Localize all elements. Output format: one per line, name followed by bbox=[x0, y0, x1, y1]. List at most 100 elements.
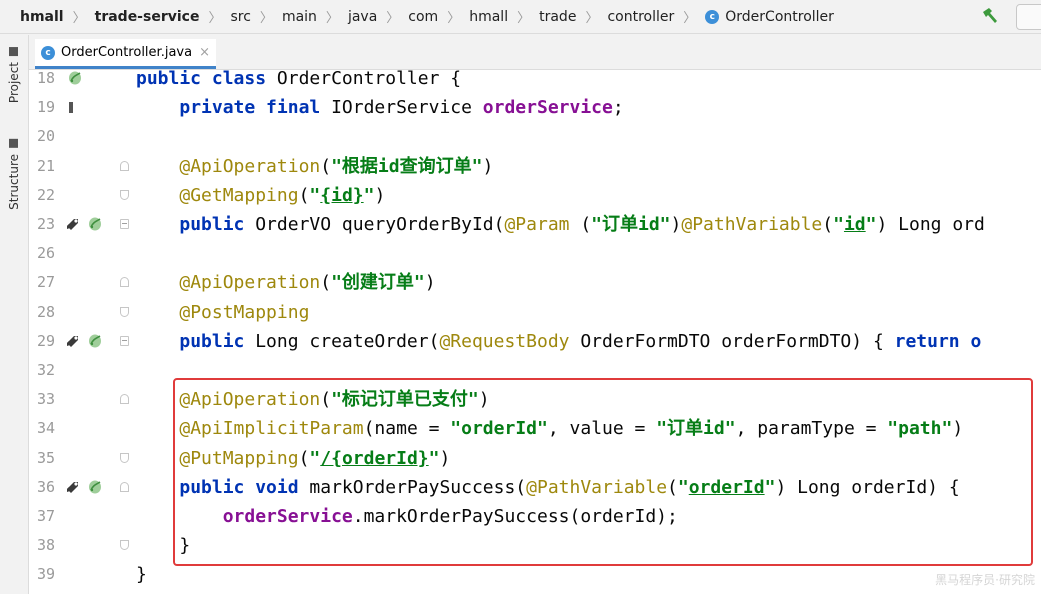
code-token: ( bbox=[822, 214, 834, 235]
code-token: ( bbox=[320, 155, 332, 177]
structure-tab-label: Structure bbox=[7, 154, 21, 210]
line-number: 34 bbox=[37, 419, 56, 438]
fold-marker-icon[interactable] bbox=[120, 394, 129, 405]
fold-marker-icon[interactable] bbox=[120, 306, 129, 317]
fold-marker-icon[interactable] bbox=[120, 335, 129, 346]
line-number: 27 bbox=[37, 273, 56, 292]
code-token bbox=[136, 506, 223, 527]
code-line[interactable]: 26 bbox=[29, 239, 1041, 268]
breadcrumb-item[interactable]: main bbox=[281, 8, 317, 25]
breadcrumb-item[interactable]: hmall bbox=[469, 8, 509, 25]
code-line[interactable]: 32 bbox=[29, 356, 1041, 385]
fold-marker-icon[interactable] bbox=[120, 540, 129, 551]
structure-icon bbox=[9, 139, 19, 148]
breadcrumb-item[interactable]: com bbox=[408, 8, 439, 25]
code-line[interactable]: 33 @ApiOperation("标记订单已支付") bbox=[29, 385, 1041, 414]
code-line[interactable]: 21 @ApiOperation("根据id查询订单") bbox=[29, 152, 1041, 181]
code-line[interactable]: 22 @GetMapping("{id}") bbox=[29, 181, 1041, 210]
structure-tool-tab[interactable]: Structure bbox=[2, 139, 26, 210]
build-hammer-icon[interactable] bbox=[980, 6, 1000, 26]
code-line[interactable]: 19 private final IOrderService orderServ… bbox=[29, 93, 1041, 122]
breadcrumb-item[interactable]: trade-service bbox=[94, 8, 200, 25]
navigation-breadcrumb: hmall〉trade-service〉src〉main〉java〉com〉hm… bbox=[0, 0, 1041, 34]
breadcrumb-chevron-icon: 〉 bbox=[386, 11, 400, 26]
bean-icon bbox=[89, 217, 101, 231]
line-number: 38 bbox=[37, 536, 56, 555]
code-token: public class bbox=[136, 70, 277, 89]
code-token: public void bbox=[179, 476, 310, 498]
code-line[interactable]: 23 public OrderVO queryOrderById(@Param … bbox=[29, 210, 1041, 239]
tool-window-stripe: Project Structure bbox=[0, 35, 29, 594]
code-line[interactable]: 35 @PutMapping("/{orderId}") bbox=[29, 444, 1041, 473]
code-token: " bbox=[833, 214, 844, 235]
endpoint-icon[interactable] bbox=[65, 333, 81, 349]
code-token: " bbox=[428, 447, 440, 469]
fold-marker-icon[interactable] bbox=[120, 219, 129, 229]
project-tool-tab[interactable]: Project bbox=[2, 47, 26, 103]
code-line[interactable]: 39} bbox=[29, 560, 1041, 589]
code-line[interactable]: 20 bbox=[29, 122, 1041, 151]
tab-ordercontroller-java[interactable]: c OrderController.java × bbox=[35, 39, 216, 69]
code-token: OrderFormDTO orderFormDTO) { bbox=[580, 330, 895, 352]
code-line[interactable]: 37 orderService.markOrderPaySuccess(orde… bbox=[29, 502, 1041, 531]
code-token: " bbox=[677, 476, 689, 498]
code-line[interactable]: 27 @ApiOperation("创建订单") bbox=[29, 268, 1041, 297]
code-token: ( bbox=[320, 272, 332, 294]
code-token: @ApiOperation bbox=[179, 155, 321, 177]
code-text: @ApiImplicitParam(name = "orderId", valu… bbox=[136, 414, 963, 443]
code-token: "创建订单" bbox=[331, 272, 425, 294]
endpoint-icon[interactable] bbox=[65, 216, 81, 232]
breadcrumb-chevron-icon: 〉 bbox=[517, 11, 531, 26]
fold-marker-icon[interactable] bbox=[120, 189, 129, 200]
breadcrumb-item[interactable]: hmall bbox=[20, 8, 64, 25]
breadcrumb-item[interactable]: src bbox=[230, 8, 251, 25]
field-icon bbox=[69, 102, 73, 114]
code-token: ) Long ord bbox=[876, 214, 985, 235]
line-number: 22 bbox=[37, 185, 56, 204]
watermark: 黑马程序员·研究院 bbox=[935, 573, 1035, 587]
code-token: public bbox=[179, 214, 256, 235]
code-token: @ApiImplicitParam bbox=[179, 418, 364, 440]
fold-marker-icon[interactable] bbox=[120, 160, 129, 171]
code-token: " bbox=[309, 184, 321, 206]
code-token: orderService bbox=[482, 97, 613, 119]
code-token: " bbox=[309, 447, 321, 469]
close-tab-icon[interactable]: × bbox=[199, 45, 210, 60]
code-token bbox=[136, 272, 179, 293]
line-number: 21 bbox=[37, 156, 56, 175]
code-token: OrderController { bbox=[276, 70, 462, 89]
code-line[interactable]: 34 @ApiImplicitParam(name = "orderId", v… bbox=[29, 414, 1041, 443]
fold-marker-icon[interactable] bbox=[120, 481, 129, 492]
bean-icon bbox=[69, 71, 81, 85]
code-token bbox=[136, 331, 179, 352]
code-line[interactable]: 36 public void markOrderPaySuccess(@Path… bbox=[29, 473, 1041, 502]
code-token: ) bbox=[478, 389, 490, 411]
line-number: 33 bbox=[37, 390, 56, 409]
code-token bbox=[136, 156, 179, 177]
fold-marker-icon[interactable] bbox=[120, 277, 129, 288]
code-line[interactable]: 38 } bbox=[29, 531, 1041, 560]
code-line[interactable]: 28 @PostMapping bbox=[29, 298, 1041, 327]
run-configuration-selector[interactable] bbox=[1016, 4, 1041, 30]
tab-label: OrderController.java bbox=[61, 45, 193, 60]
code-token: @RequestBody bbox=[439, 330, 581, 352]
code-token: @Param bbox=[504, 214, 581, 235]
code-token: "订单id" bbox=[591, 214, 671, 235]
code-token bbox=[136, 97, 179, 118]
endpoint-icon[interactable] bbox=[65, 479, 81, 495]
code-text: public OrderVO queryOrderById(@Param ( "订… bbox=[136, 210, 985, 239]
code-line[interactable]: 29 public Long createOrder(@RequestBody … bbox=[29, 327, 1041, 356]
line-number: 28 bbox=[37, 302, 56, 321]
code-token: "根据id查询订单" bbox=[331, 155, 483, 177]
breadcrumb-item[interactable]: trade bbox=[539, 8, 577, 25]
breadcrumb-item[interactable]: java bbox=[347, 8, 378, 25]
breadcrumb-item[interactable]: controller bbox=[607, 8, 675, 25]
fold-marker-icon[interactable] bbox=[120, 452, 129, 463]
java-class-icon: c bbox=[41, 45, 55, 60]
code-token: ) bbox=[952, 418, 964, 440]
code-token: private final bbox=[179, 97, 332, 119]
code-token: OrderVO queryOrderById( bbox=[255, 214, 505, 235]
